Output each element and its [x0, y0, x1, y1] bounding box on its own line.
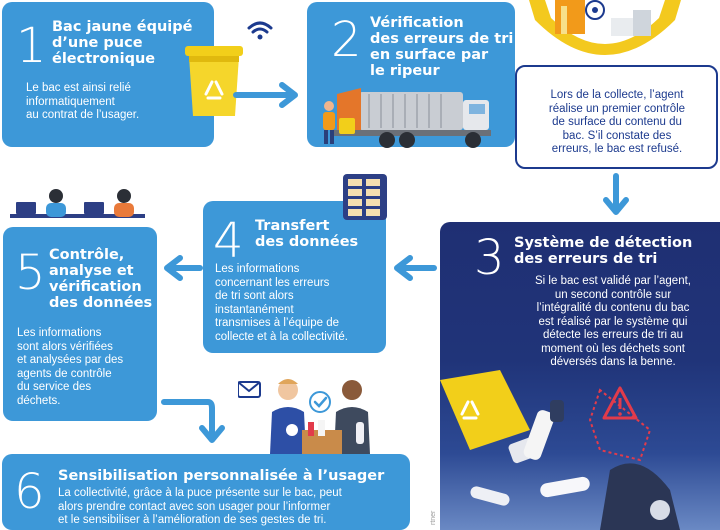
step-body: Les informations sont alors vérifiées et…: [17, 327, 124, 407]
step-number: 3: [474, 230, 505, 286]
step-number: 1: [16, 18, 47, 74]
recycle-icon: [204, 80, 224, 100]
step-title: Bac jaune équipé d’une puce électronique: [52, 19, 193, 67]
step-6-card: 6 Sensibilisation personnalisée à l’usag…: [2, 454, 410, 530]
step-number: 2: [331, 12, 362, 68]
people-with-box-icon: [238, 379, 370, 454]
step-title: Système de détection des erreurs de tri: [514, 235, 693, 267]
step-1-card: 1 Bac jaune équipé d’une puce électroniq…: [2, 2, 214, 147]
call-center-agents-icon: [10, 189, 145, 218]
wifi-icon: [242, 12, 278, 48]
step-title: Sensibilisation personnalisée à l’usager: [58, 468, 385, 484]
callout-text: Lors de la collecte, l’agent réalise un …: [548, 89, 686, 155]
step-number: 5: [15, 245, 46, 301]
server-icon: [343, 174, 387, 220]
arrow-down-icon: [603, 173, 629, 215]
step-body: Si le bac est validé par l’agent, un sec…: [535, 275, 691, 368]
step-number: 4: [213, 213, 244, 269]
recycle-icon: [460, 400, 480, 420]
worker-inspection-icon: [529, 0, 681, 55]
step-title: Vérification des erreurs de tri en surfa…: [370, 15, 514, 79]
arrow-curve-icon: [161, 399, 225, 443]
step-number: 6: [14, 464, 45, 520]
worker-icon: [323, 101, 335, 144]
garbage-truck-icon: [323, 88, 491, 148]
step-title: Contrôle, analyse et vérification des do…: [49, 247, 153, 311]
step-body: Le bac est ainsi relié informatiquement …: [26, 82, 140, 121]
warning-triangle-icon: [602, 386, 638, 420]
step-2-callout: Lors de la collecte, l’agent réalise un …: [515, 65, 718, 169]
arrow-left-icon: [394, 255, 437, 281]
credit-text: rtner: [430, 510, 437, 525]
step-body: Les informations concernant les erreurs …: [215, 263, 348, 343]
step-3-card: 3 Système de détection des erreurs de tr…: [440, 222, 720, 530]
arrow-right-icon: [233, 82, 298, 108]
step-title: Transfert des données: [255, 218, 359, 250]
check-icon: [309, 391, 331, 413]
arrow-left-icon: [164, 255, 203, 281]
step-5-card: 5 Contrôle, analyse et vérification des …: [3, 227, 157, 421]
bottles-icon: [440, 370, 680, 530]
step-4-card: 4 Transfert des données Les informations…: [203, 201, 386, 353]
yellow-bin-icon: [185, 46, 243, 116]
step-body: La collectivité, grâce à la puce présent…: [58, 487, 342, 526]
